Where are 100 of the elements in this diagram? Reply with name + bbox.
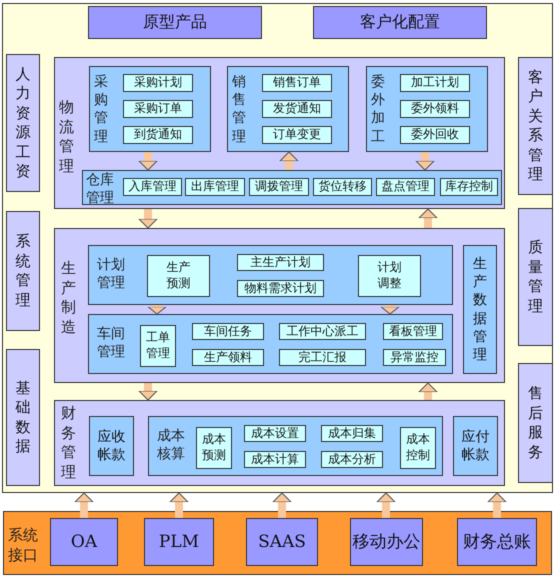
function-box bbox=[123, 126, 193, 144]
function-label: 委外回收 bbox=[411, 127, 459, 143]
module-box bbox=[313, 6, 487, 39]
block-arrow bbox=[138, 383, 158, 400]
function-label: 成本归集 bbox=[328, 426, 376, 442]
module-panel bbox=[54, 228, 505, 383]
function-box bbox=[279, 323, 366, 340]
function-box bbox=[400, 74, 470, 92]
function-box bbox=[383, 349, 446, 366]
function-label: 生产预测 bbox=[166, 260, 192, 292]
interface-label: 移动办公 bbox=[352, 530, 420, 554]
submodule-label: 采购管理 bbox=[94, 73, 109, 146]
block-arrow bbox=[380, 305, 400, 314]
module-label: 系统管理 bbox=[15, 232, 31, 310]
function-box bbox=[383, 323, 443, 340]
side-module-box bbox=[518, 57, 553, 195]
function-box bbox=[147, 255, 210, 297]
function-label: 订单变更 bbox=[273, 127, 321, 143]
function-box bbox=[192, 323, 264, 340]
submodule-label: 应收帐款 bbox=[96, 428, 126, 464]
submodule-label: 销售管理 bbox=[232, 73, 247, 146]
function-label: 成本预测 bbox=[201, 432, 227, 464]
function-label: 发货通知 bbox=[273, 101, 321, 117]
side-module-box bbox=[6, 54, 40, 192]
function-label: 主生产计划 bbox=[250, 254, 310, 270]
function-label: 工作中心派工 bbox=[286, 324, 358, 340]
function-label: 成本分析 bbox=[328, 452, 376, 468]
function-box bbox=[196, 427, 232, 469]
function-box bbox=[123, 178, 182, 196]
block-arrow bbox=[138, 209, 158, 228]
function-box bbox=[262, 126, 332, 144]
submodule-box bbox=[463, 245, 497, 374]
function-label: 看板管理 bbox=[389, 324, 437, 340]
submodule-label: 生产数据管理 bbox=[472, 254, 488, 364]
submodule-box bbox=[88, 314, 453, 374]
function-label: 采购计划 bbox=[134, 75, 182, 91]
block-arrow bbox=[170, 492, 188, 518]
side-module-box bbox=[6, 211, 40, 331]
submodule-box bbox=[227, 66, 349, 152]
function-box bbox=[262, 100, 332, 118]
module-label: 客户关系管理 bbox=[528, 68, 544, 184]
module-panel bbox=[54, 57, 505, 209]
module-label: 人力资源工资 bbox=[15, 64, 31, 182]
module-label: 售后服务 bbox=[528, 384, 544, 462]
function-box bbox=[376, 178, 435, 196]
function-box bbox=[140, 325, 176, 367]
function-label: 成本控制 bbox=[405, 432, 431, 464]
function-box bbox=[262, 74, 332, 92]
function-box bbox=[123, 74, 193, 92]
function-label: 完工汇报 bbox=[298, 350, 346, 366]
module-box bbox=[88, 6, 262, 39]
submodule-label: 车间管理 bbox=[97, 325, 126, 362]
function-box bbox=[321, 451, 383, 468]
function-label: 异常监控 bbox=[390, 350, 438, 366]
interface-box bbox=[144, 518, 214, 566]
function-label: 采购订单 bbox=[134, 101, 182, 117]
function-label: 盘点管理 bbox=[382, 179, 430, 195]
interface-box bbox=[246, 518, 318, 566]
function-label: 货位转移 bbox=[318, 179, 366, 195]
function-box bbox=[185, 178, 245, 196]
module-label: 基础数据 bbox=[15, 378, 31, 456]
panel-title: 物流管理 bbox=[59, 98, 75, 176]
function-box bbox=[400, 100, 470, 118]
function-label: 生产领料 bbox=[204, 350, 252, 366]
block-arrow bbox=[416, 152, 434, 170]
band-title: 系统接口 bbox=[8, 526, 39, 565]
function-box bbox=[358, 255, 421, 297]
function-label: 成本设置 bbox=[251, 426, 299, 442]
submodule-box bbox=[82, 170, 502, 205]
side-module-box bbox=[518, 208, 553, 346]
interface-label: 财务总账 bbox=[463, 530, 531, 554]
block-arrow bbox=[418, 382, 438, 400]
function-label: 出库管理 bbox=[191, 179, 239, 195]
function-box bbox=[237, 280, 324, 297]
interface-box bbox=[457, 518, 537, 566]
module-label: 客户化配置 bbox=[360, 12, 440, 33]
function-box bbox=[313, 178, 372, 196]
function-label: 调拨管理 bbox=[255, 179, 303, 195]
function-label: 工单管理 bbox=[145, 330, 171, 362]
submodule-label: 仓库管理 bbox=[86, 171, 115, 208]
submodule-box bbox=[89, 66, 211, 152]
submodule-box bbox=[366, 66, 488, 152]
function-box bbox=[244, 451, 306, 468]
function-label: 加工计划 bbox=[411, 75, 459, 91]
function-label: 委外领料 bbox=[411, 101, 459, 117]
module-label: 质量管理 bbox=[528, 238, 544, 316]
function-box bbox=[123, 100, 193, 118]
block-arrow bbox=[272, 492, 292, 518]
function-box bbox=[249, 178, 309, 196]
block-arrow bbox=[74, 492, 94, 518]
block-arrow bbox=[488, 492, 506, 518]
block-arrow bbox=[376, 492, 396, 518]
submodule-label: 应付帐款 bbox=[460, 428, 490, 464]
interface-band bbox=[3, 511, 552, 575]
function-box bbox=[279, 349, 366, 366]
panel-title: 生产制造 bbox=[61, 259, 77, 337]
interface-label: OA bbox=[70, 530, 98, 554]
module-panel bbox=[54, 400, 505, 486]
submodule-label: 委外加工 bbox=[371, 73, 386, 146]
function-box bbox=[237, 254, 324, 271]
